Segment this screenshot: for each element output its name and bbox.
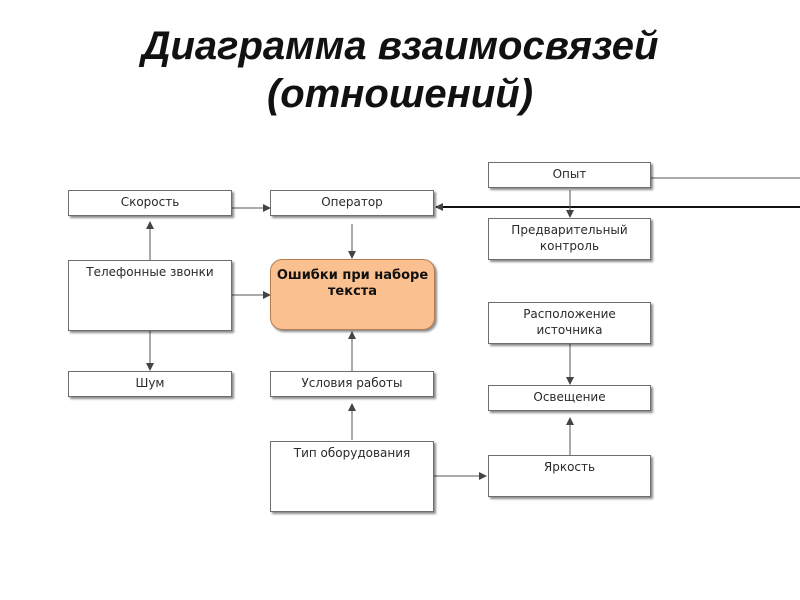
node-work-conditions: Условия работы — [270, 371, 434, 397]
title-line-1: Диаграмма взаимосвязей — [141, 24, 659, 68]
node-equipment-type: Тип оборудования — [270, 441, 434, 512]
node-noise: Шум — [68, 371, 232, 397]
node-source-location: Расположение источника — [488, 302, 651, 344]
node-pre-control: Предварительный контроль — [488, 218, 651, 260]
node-brightness: Яркость — [488, 455, 651, 497]
node-experience: Опыт — [488, 162, 651, 188]
node-speed: Скорость — [68, 190, 232, 216]
title-line-2: (отношений) — [266, 72, 534, 116]
node-typing-errors: Ошибки при наборе текста — [270, 259, 435, 330]
diagram-title: Диаграмма взаимосвязей (отношений) — [0, 22, 800, 118]
node-operator: Оператор — [270, 190, 434, 216]
node-phone-calls: Телефонные звонки — [68, 260, 232, 331]
node-lighting: Освещение — [488, 385, 651, 411]
